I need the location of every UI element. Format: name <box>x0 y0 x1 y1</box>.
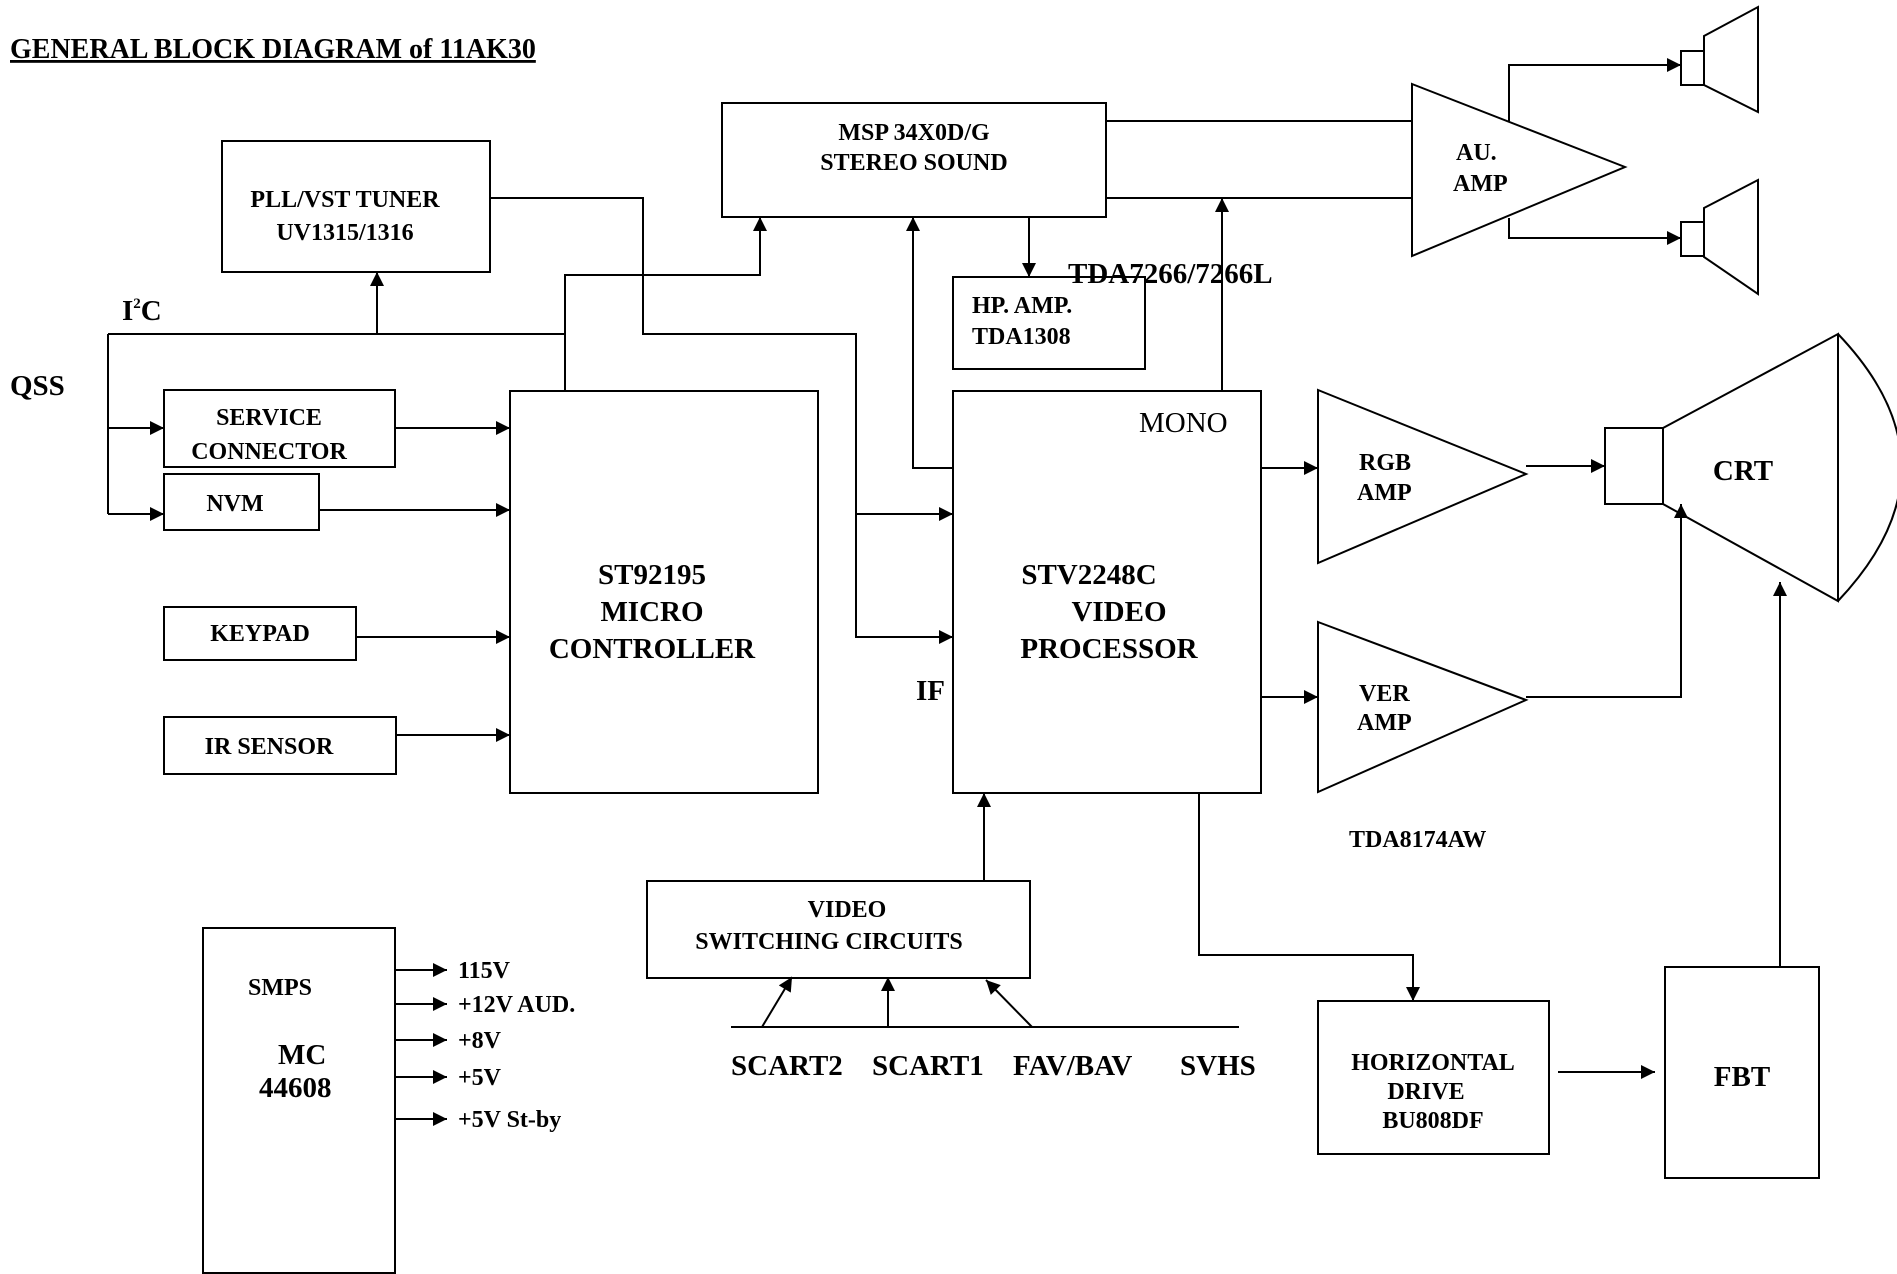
tuner-block <box>221 140 491 273</box>
input-svhs: SVHS <box>1180 1050 1256 1082</box>
smps-block <box>202 927 396 1274</box>
au-amp-label-1: AU. <box>1456 140 1497 166</box>
smps-output-5v-standby: +5V St-by <box>458 1107 561 1133</box>
keypad-block <box>163 606 357 661</box>
nvm-block <box>163 473 320 531</box>
video-proc-label-2: VIDEO <box>1071 596 1166 628</box>
service-connector-block <box>163 389 396 468</box>
crt-label: CRT <box>1713 455 1773 487</box>
video-switch-label-2: SWITCHING CIRCUITS <box>695 929 962 955</box>
video-switch-label-1: VIDEO <box>808 897 887 923</box>
ver-amp-label-1: VER <box>1359 681 1410 707</box>
speaker-lower-icon <box>1680 178 1759 296</box>
hp-amp-label-2: TDA1308 <box>972 324 1071 350</box>
smps-label-3: 44608 <box>259 1072 332 1104</box>
fbt-block <box>1664 966 1820 1179</box>
micro-label-2: MICRO <box>600 596 703 628</box>
rgb-amp-label-2: AMP <box>1357 480 1412 506</box>
crt-tube <box>1604 332 1897 603</box>
tda7266-label: TDA7266/7266L <box>1068 258 1273 290</box>
nvm-label: NVM <box>206 491 263 517</box>
tuner-label-1: PLL/VST TUNER <box>250 187 440 213</box>
msp-label-1: MSP 34X0D/G <box>838 120 990 146</box>
smps-label-2: MC <box>278 1039 326 1071</box>
msp-stereo-sound-block <box>721 102 1107 218</box>
ver-amp-label-2: AMP <box>1357 710 1412 736</box>
micro-label-3: CONTROLLER <box>549 633 756 665</box>
hp-amp-block <box>952 276 1146 370</box>
ir-sensor-label: IR SENSOR <box>205 734 334 760</box>
if-label: IF <box>916 675 945 707</box>
video-proc-label-3: PROCESSOR <box>1020 633 1198 665</box>
horizontal-drive-block <box>1317 1000 1550 1155</box>
audio-amp-triangle <box>1411 82 1628 258</box>
speaker-upper-icon <box>1680 5 1759 114</box>
msp-label-2: STEREO SOUND <box>820 150 1007 176</box>
i2c-label: I2C <box>122 295 162 327</box>
ir-sensor-block <box>163 716 397 775</box>
smps-outputs: 115V +12V AUD. +8V +5V +5V St-by <box>395 958 575 1133</box>
micro-label-1: ST92195 <box>598 559 706 591</box>
ver-amp-triangle <box>1317 620 1529 794</box>
service-connector-label-2: CONNECTOR <box>191 439 347 465</box>
tda8174-label: TDA8174AW <box>1349 827 1486 853</box>
connection-lines <box>107 58 1787 1079</box>
input-fav-bav: FAV/BAV <box>1013 1050 1132 1082</box>
rgb-amp-triangle <box>1317 388 1529 565</box>
smps-label-1: SMPS <box>248 975 312 1001</box>
au-amp-label-2: AMP <box>1453 171 1508 197</box>
tuner-label-2: UV1315/1316 <box>276 220 413 246</box>
video-proc-label-1: STV2248C <box>1021 559 1156 591</box>
keypad-label: KEYPAD <box>210 621 310 647</box>
horizontal-label-3: BU808DF <box>1382 1108 1483 1134</box>
video-processor-block <box>952 390 1262 794</box>
smps-output-8v: +8V <box>458 1028 502 1054</box>
smps-output-115v: 115V <box>458 958 511 984</box>
fbt-label: FBT <box>1714 1061 1770 1093</box>
horizontal-label-1: HORIZONTAL <box>1351 1050 1515 1076</box>
smps-output-12v: +12V AUD. <box>458 992 575 1018</box>
mono-label: MONO <box>1139 407 1228 439</box>
micro-controller-block <box>509 390 819 794</box>
service-connector-label-1: SERVICE <box>216 405 322 431</box>
diagram-title: GENERAL BLOCK DIAGRAM of 11AK30 <box>10 34 536 65</box>
qss-label: QSS <box>10 370 65 402</box>
input-scart1: SCART1 <box>872 1050 984 1082</box>
horizontal-label-2: DRIVE <box>1387 1079 1464 1105</box>
video-switching-block <box>646 880 1031 979</box>
smps-output-5v: +5V <box>458 1065 502 1091</box>
rgb-amp-label-1: RGB <box>1359 450 1411 476</box>
input-scart2: SCART2 <box>731 1050 843 1082</box>
hp-amp-label-1: HP. AMP. <box>972 293 1072 319</box>
